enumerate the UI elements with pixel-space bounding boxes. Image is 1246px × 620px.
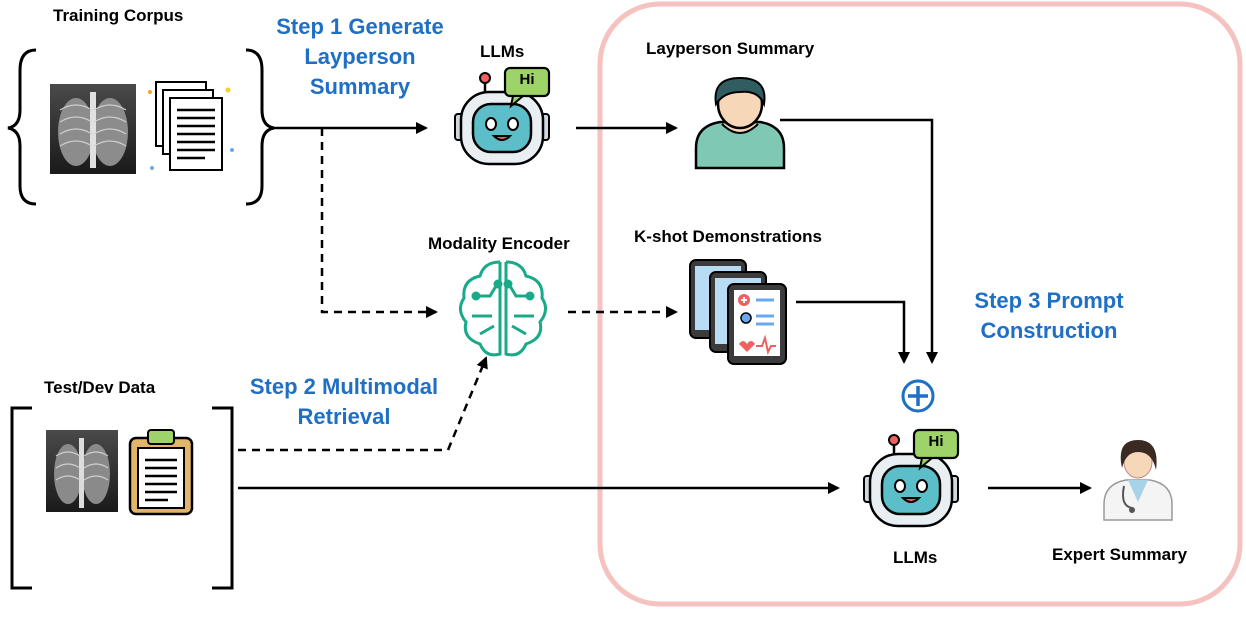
step3-label: Step 3 Prompt Construction bbox=[960, 286, 1138, 346]
layperson-summary-label: Layperson Summary bbox=[646, 39, 815, 58]
arrow-kshot-to-prompt bbox=[796, 300, 910, 364]
kshot-demonstrations-label: K-shot Demonstrations bbox=[634, 227, 822, 246]
document-stack-icon bbox=[148, 81, 234, 171]
step2-line1: Step 2 Multimodal bbox=[249, 374, 439, 399]
training-corpus-label: Training Corpus bbox=[53, 6, 184, 25]
robot-icon bbox=[454, 66, 551, 166]
xray-icon bbox=[50, 84, 136, 174]
doctor-icon bbox=[1103, 440, 1173, 521]
test-dev-data-label: Test/Dev Data bbox=[44, 378, 156, 397]
step2-line2: Retrieval bbox=[297, 404, 391, 429]
step3-line2: Construction bbox=[980, 318, 1118, 343]
expert-summary-label: Expert Summary bbox=[1052, 545, 1188, 564]
plus-circle-icon bbox=[901, 379, 935, 413]
person-icon bbox=[694, 76, 786, 170]
test-xray-icon bbox=[46, 430, 118, 512]
prompt-region-border bbox=[597, 1, 1243, 607]
tablet-cards-icon bbox=[689, 259, 787, 365]
step1-line1: Step 1 Generate bbox=[276, 14, 444, 39]
step1-label: Step 1 Generate Layperson Summary bbox=[258, 12, 462, 102]
clipboard-icon bbox=[128, 429, 194, 516]
robot-icon-bottom bbox=[863, 428, 960, 528]
step1-line2: Layperson bbox=[304, 44, 416, 69]
arrow-layperson-to-prompt bbox=[780, 118, 938, 364]
robot-bubble-text-bottom: Hi bbox=[928, 433, 944, 450]
robot-bubble-text: Hi bbox=[519, 71, 535, 88]
arrow-test-to-encoder bbox=[238, 356, 488, 452]
llms-bottom-label: LLMs bbox=[893, 548, 938, 567]
llms-top-label: LLMs bbox=[480, 42, 525, 61]
training-corpus-brace bbox=[7, 48, 275, 206]
arrow-corpus-to-encoder bbox=[320, 128, 438, 318]
brain-chip-icon bbox=[459, 260, 547, 357]
step2-label: Step 2 Multimodal Retrieval bbox=[230, 372, 458, 432]
step1-line3: Summary bbox=[309, 74, 411, 99]
arrows bbox=[238, 118, 1092, 494]
test-data-bracket bbox=[10, 406, 234, 590]
step3-line1: Step 3 Prompt bbox=[974, 288, 1124, 313]
modality-encoder-label: Modality Encoder bbox=[428, 234, 570, 253]
